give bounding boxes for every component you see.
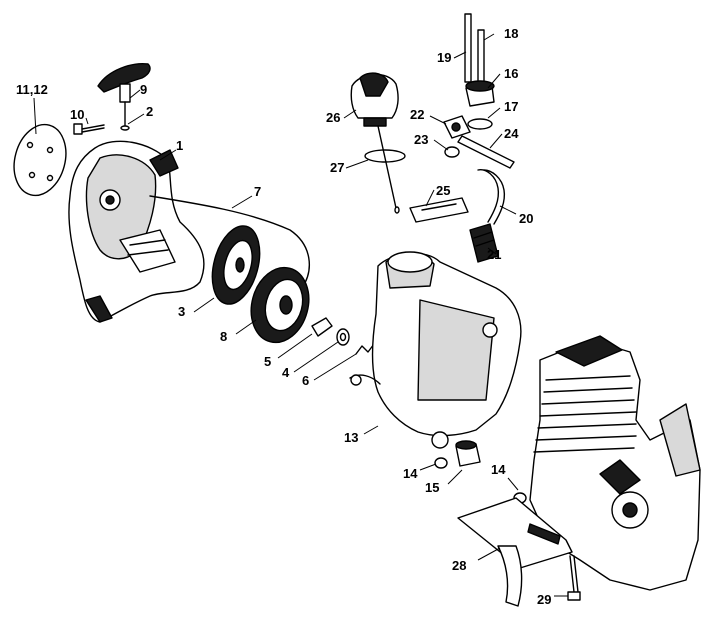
part-pawl [311, 317, 333, 337]
part-screw-29 [567, 555, 581, 601]
part-fuel-hose [477, 169, 506, 225]
part-grommet-14a [434, 457, 448, 469]
callout-25: 25 [436, 183, 451, 198]
callout-16: 16 [504, 66, 519, 81]
callout-14-lower: 14 [403, 466, 418, 481]
leader-lines [33, 33, 568, 597]
part-engine-crankcase [529, 335, 701, 591]
part-cover-disc [13, 123, 67, 197]
callout-22: 22 [410, 107, 425, 122]
callout-6: 6 [302, 373, 310, 388]
callout-15: 15 [425, 480, 440, 495]
part-tubes-18-19 [464, 13, 485, 91]
callout-21: 21 [487, 247, 502, 262]
callout-4: 4 [282, 365, 290, 380]
part-hose-fitting [455, 440, 481, 467]
part-label-25 [409, 197, 469, 223]
part-washer-4 [336, 328, 350, 346]
part-rope-rotor [250, 266, 310, 344]
part-o-ring-27 [364, 125, 406, 214]
part-hose-24 [457, 135, 515, 169]
part-valve-22 [443, 115, 471, 139]
part-fuel-tank [349, 251, 522, 449]
part-o-ring-17 [467, 118, 493, 130]
callout-7: 7 [254, 184, 262, 199]
callout-10: 10 [70, 107, 85, 122]
callout-5: 5 [264, 354, 272, 369]
callout-20: 20 [519, 211, 534, 226]
part-deflector-plate [457, 497, 573, 607]
part-rewind-spring [211, 225, 261, 305]
callout-1: 1 [176, 138, 184, 153]
part-fuel-cap [350, 72, 399, 127]
part-screw-10 [73, 123, 105, 135]
callout-13: 13 [344, 430, 359, 445]
part-spring-clip [355, 343, 375, 355]
part-starter-rope [149, 195, 310, 289]
callout-28: 28 [452, 558, 467, 573]
callout-29: 29 [537, 592, 552, 607]
part-starter-grip [97, 63, 151, 131]
callout-17: 17 [504, 99, 519, 114]
callout-24: 24 [504, 126, 519, 141]
callout-11-12: 11,12 [16, 82, 48, 97]
callout-3: 3 [178, 304, 186, 319]
callout-18: 18 [504, 26, 519, 41]
callout-26: 26 [326, 110, 341, 125]
callout-23: 23 [414, 132, 429, 147]
callout-14-upper: 14 [491, 462, 506, 477]
callout-8: 8 [220, 329, 228, 344]
part-grommet-23 [444, 146, 460, 158]
part-fan-housing [68, 140, 205, 323]
part-fuel-filter [469, 223, 499, 263]
callout-19: 19 [437, 50, 452, 65]
callout-2: 2 [146, 104, 154, 119]
callout-27: 27 [330, 160, 345, 175]
part-primer-fitting [465, 80, 495, 107]
callout-9: 9 [140, 82, 148, 97]
